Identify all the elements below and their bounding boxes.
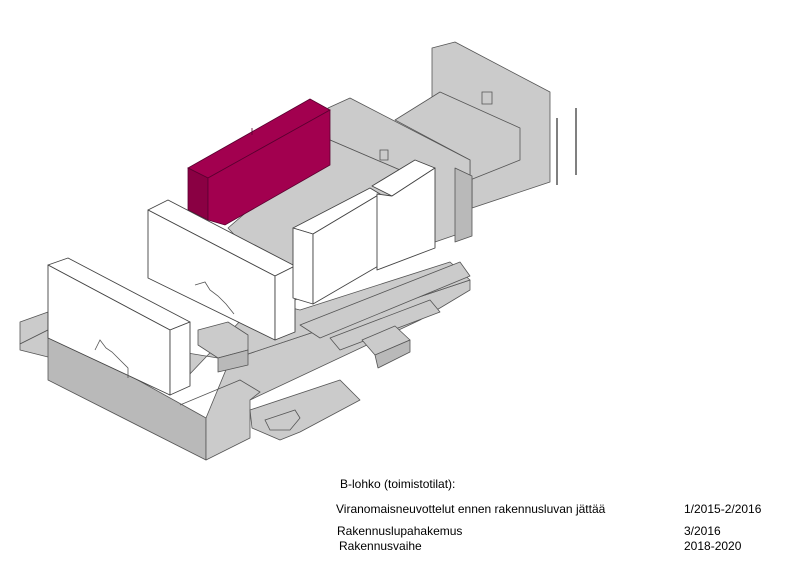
legend-heading: B-lohko (toimistotilat): — [340, 477, 456, 491]
legend-row-value-2: 3/2016 — [684, 524, 721, 538]
building-centre-west — [147, 199, 296, 341]
building-west — [47, 257, 191, 396]
podium-details — [179, 261, 471, 441]
legend-row-label-2: Rakennuslupahakemus — [337, 524, 463, 538]
legend-row-label-3: Rakennusvaihe — [339, 539, 422, 553]
b-block-highlight — [187, 98, 331, 226]
building-centre-east — [292, 159, 436, 305]
legend-row-label-1: Viranomaisneuvottelut ennen rakennusluva… — [336, 502, 606, 516]
legend-row-value-3: 2018-2020 — [684, 539, 742, 553]
legend-row-value-1: 1/2015-2/2016 — [684, 502, 762, 516]
